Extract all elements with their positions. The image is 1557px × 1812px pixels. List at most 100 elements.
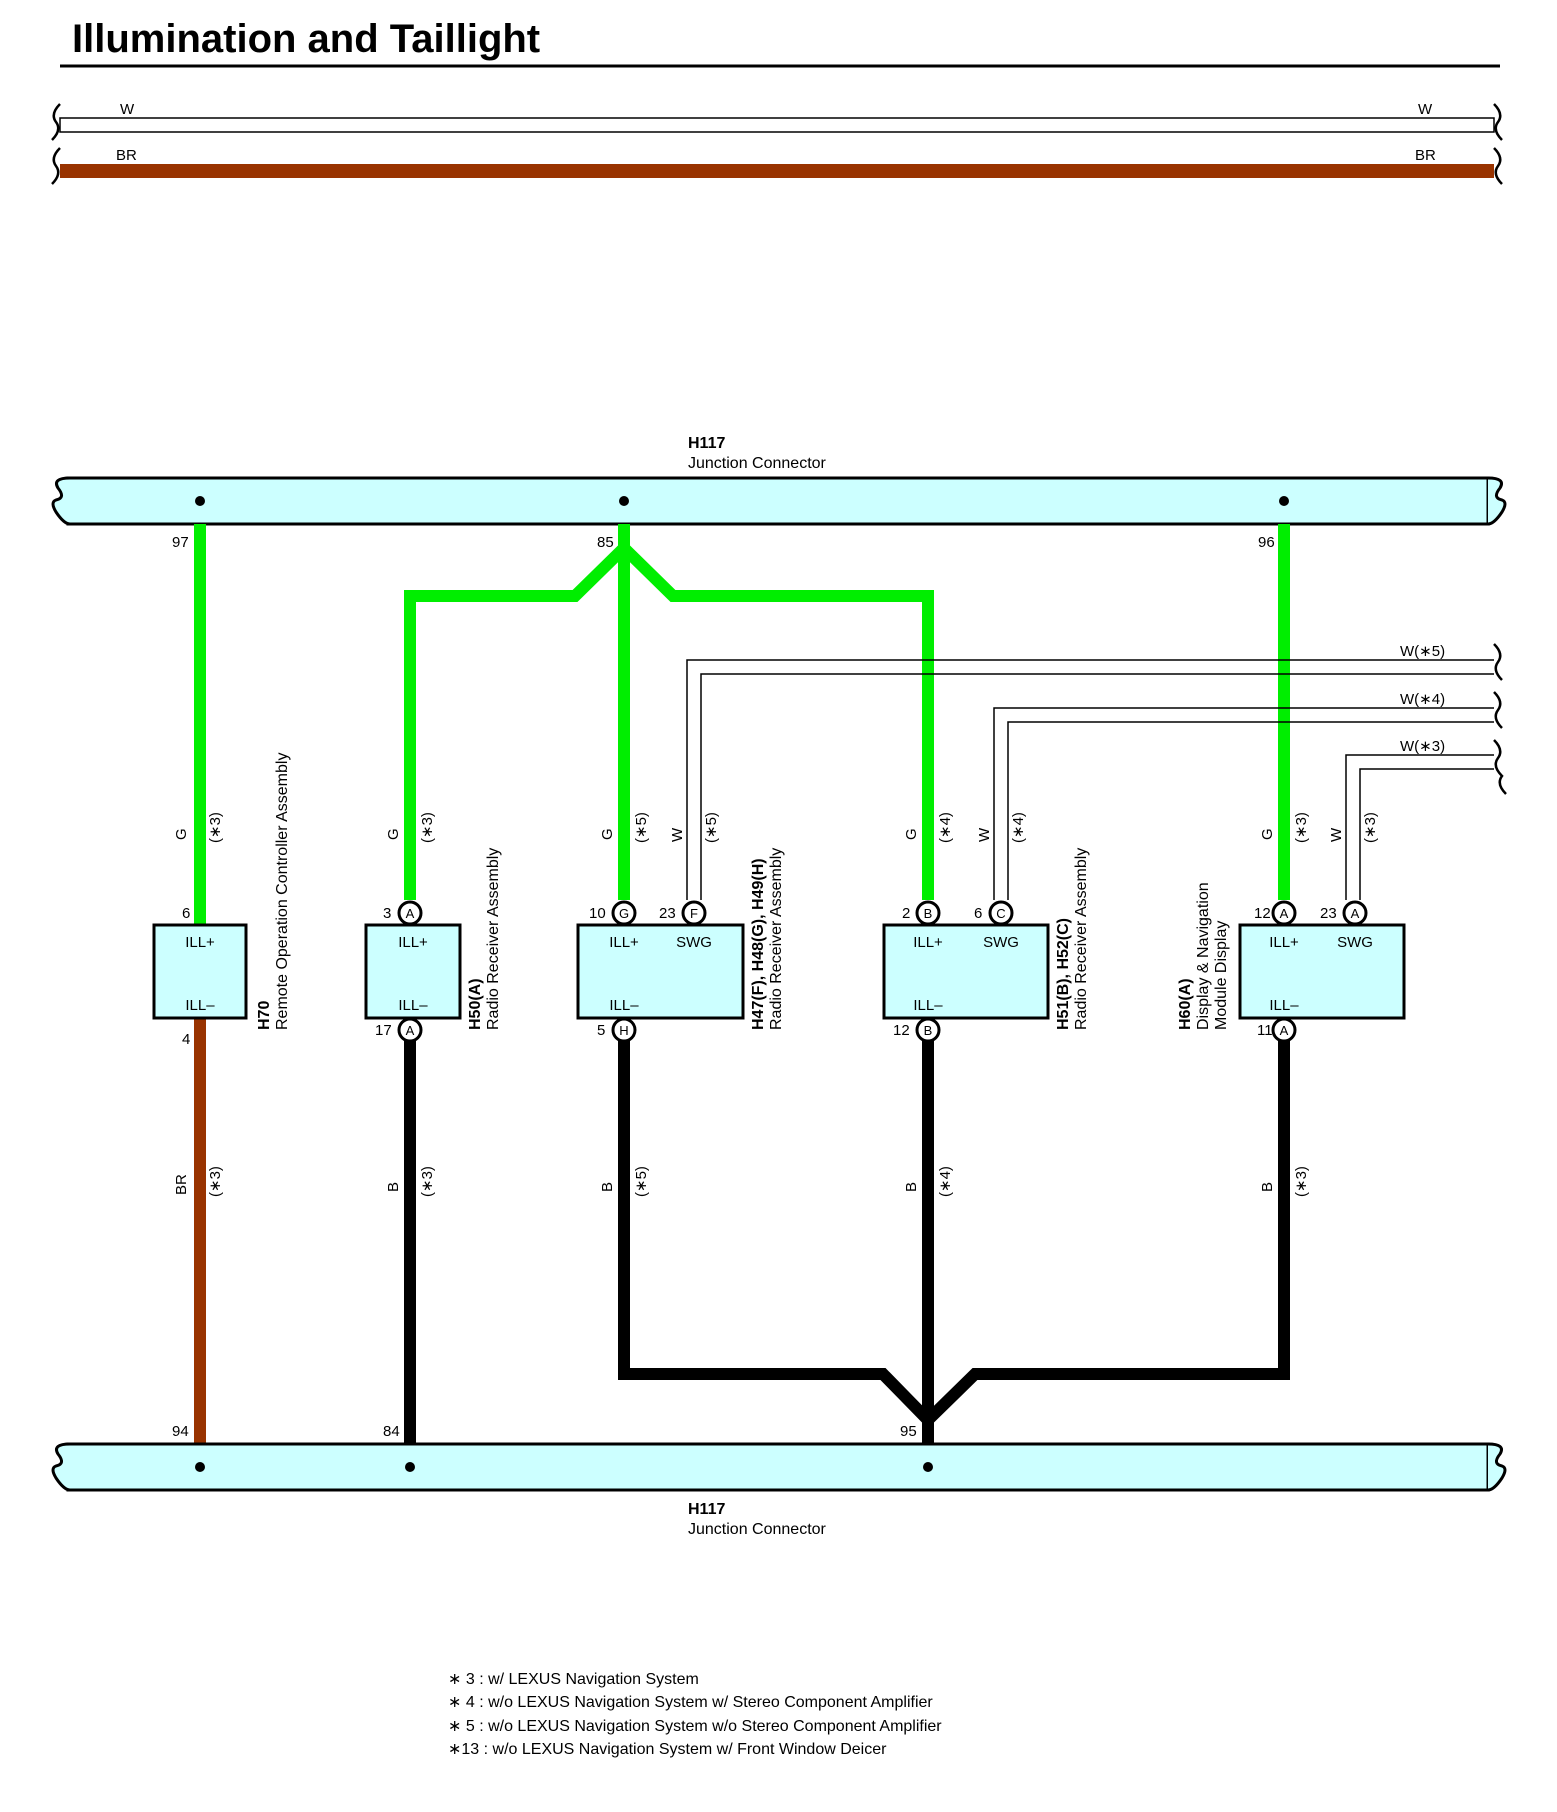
svg-text:ILL–: ILL– [609, 997, 639, 1014]
svg-text:Radio Receiver Assembly: Radio Receiver Assembly [485, 848, 502, 1030]
svg-text:ILL+: ILL+ [185, 934, 215, 951]
svg-text:G: G [173, 828, 190, 840]
external-wire-label-5: W(∗5) [1400, 643, 1445, 660]
svg-text:Radio Receiver Assembly: Radio Receiver Assembly [768, 848, 785, 1030]
component-h51-h52: ILL+ SWG ILL– B 2 C 6 B 12 H51(B), H52(C… [882, 848, 1090, 1043]
svg-text:ILL+: ILL+ [1269, 934, 1299, 951]
pin-85: 85 [597, 534, 614, 551]
svg-text:Remote Operation Controller As: Remote Operation Controller Assembly [274, 753, 291, 1030]
svg-text:B: B [385, 1182, 402, 1192]
junction-connector-bottom: 94 84 95 H117 Junction Connector [51, 1423, 1507, 1538]
svg-text:(∗4): (∗4) [1010, 812, 1027, 843]
wire-labels: G (∗3) BR (∗3) G (∗3) B (∗3) G (∗5) W (∗… [173, 812, 1379, 1197]
svg-text:W: W [669, 827, 686, 842]
white-wire-label-right: W [1418, 101, 1433, 118]
svg-text:B: B [1259, 1182, 1276, 1192]
svg-text:Display & Navigation: Display & Navigation [1195, 882, 1212, 1030]
white-swg-wires [686, 643, 1507, 900]
svg-text:ILL–: ILL– [185, 997, 215, 1014]
svg-text:B: B [924, 906, 933, 921]
pin-97: 97 [172, 534, 189, 551]
note-3: ∗ 3 : w/ LEXUS Navigation System [448, 1671, 699, 1688]
svg-text:A: A [1280, 1023, 1289, 1038]
svg-text:BR: BR [173, 1174, 190, 1195]
brown-wire-label-right: BR [1415, 147, 1436, 164]
svg-text:H47(F), H48(G), H49(H): H47(F), H48(G), H49(H) [750, 858, 767, 1030]
svg-text:(∗5): (∗5) [703, 812, 720, 843]
svg-text:H117: H117 [688, 435, 725, 452]
external-wire-label-4: W(∗4) [1400, 691, 1445, 708]
pin-84: 84 [383, 1423, 400, 1440]
notes: ∗ 3 : w/ LEXUS Navigation System ∗ 4 : w… [448, 1671, 942, 1758]
svg-text:W: W [976, 827, 993, 842]
pin-95: 95 [900, 1423, 917, 1440]
top-wires: W W BR BR [51, 101, 1503, 185]
svg-text:H117: H117 [688, 1501, 725, 1518]
svg-text:G: G [619, 906, 629, 921]
svg-text:G: G [385, 828, 402, 840]
svg-text:(∗3): (∗3) [419, 812, 436, 843]
svg-text:H51(B), H52(C): H51(B), H52(C) [1055, 918, 1072, 1030]
svg-text:23: 23 [659, 905, 676, 922]
page-title: Illumination and Taillight [72, 17, 540, 61]
svg-text:H50(A): H50(A) [467, 978, 484, 1030]
svg-text:H: H [619, 1023, 628, 1038]
svg-text:(∗3): (∗3) [1293, 1166, 1310, 1197]
svg-text:G: G [903, 828, 920, 840]
svg-text:4: 4 [182, 1031, 190, 1048]
brown-wire-label-left: BR [116, 147, 137, 164]
svg-text:C: C [996, 906, 1005, 921]
svg-text:(∗3): (∗3) [207, 1166, 224, 1197]
svg-text:W: W [1328, 827, 1345, 842]
svg-text:(∗4): (∗4) [937, 1166, 954, 1197]
svg-text:(∗5): (∗5) [633, 1166, 650, 1197]
svg-text:(∗3): (∗3) [207, 812, 224, 843]
svg-text:(∗3): (∗3) [1362, 812, 1379, 843]
svg-text:Junction Connector: Junction Connector [688, 1521, 827, 1538]
white-wire-top [59, 117, 1495, 133]
svg-text:(∗3): (∗3) [419, 1166, 436, 1197]
brown-wire-top [60, 164, 1494, 178]
svg-text:2: 2 [902, 905, 910, 922]
svg-text:12: 12 [893, 1022, 910, 1039]
svg-text:B: B [903, 1182, 920, 1192]
external-wire-label-3: W(∗3) [1400, 738, 1445, 755]
note-13: ∗13 : w/o LEXUS Navigation System w/ Fro… [448, 1741, 887, 1758]
svg-text:F: F [690, 906, 698, 921]
component-h60: ILL+ SWG ILL– A 12 A 23 A 11 H60(A) Disp… [1177, 882, 1406, 1043]
svg-text:ILL+: ILL+ [609, 934, 639, 951]
svg-text:ILL–: ILL– [913, 997, 943, 1014]
svg-text:G: G [599, 828, 616, 840]
svg-text:ILL+: ILL+ [913, 934, 943, 951]
svg-text:6: 6 [182, 905, 190, 922]
svg-text:B: B [924, 1023, 933, 1038]
svg-text:H70: H70 [256, 1001, 273, 1030]
svg-text:H60(A): H60(A) [1177, 978, 1194, 1030]
svg-text:ILL+: ILL+ [398, 934, 428, 951]
note-5: ∗ 5 : w/o LEXUS Navigation System w/o St… [448, 1718, 942, 1735]
component-h50: ILL+ ILL– A 3 A 17 H50(A) Radio Receiver… [364, 848, 502, 1043]
svg-text:23: 23 [1320, 905, 1337, 922]
svg-text:Module Display: Module Display [1213, 921, 1230, 1030]
svg-text:A: A [406, 1023, 415, 1038]
svg-text:G: G [1259, 828, 1276, 840]
svg-text:Junction Connector: Junction Connector [688, 455, 827, 472]
svg-text:6: 6 [974, 905, 982, 922]
junction-connector-top: H117 Junction Connector 97 85 96 [51, 435, 1507, 551]
svg-text:SWG: SWG [1337, 934, 1373, 951]
svg-text:SWG: SWG [983, 934, 1019, 951]
bottom-wires [194, 1018, 1290, 1444]
svg-text:SWG: SWG [676, 934, 712, 951]
svg-text:(∗3): (∗3) [1293, 812, 1310, 843]
svg-text:3: 3 [383, 905, 391, 922]
svg-text:ILL–: ILL– [398, 997, 428, 1014]
svg-text:A: A [406, 906, 415, 921]
svg-text:11: 11 [1257, 1022, 1273, 1039]
white-wire-label-left: W [120, 101, 135, 118]
svg-text:A: A [1280, 906, 1289, 921]
svg-text:(∗5): (∗5) [633, 812, 650, 843]
svg-text:12: 12 [1254, 905, 1271, 922]
component-h70: ILL+ ILL– 6 4 H70 Remote Operation Contr… [152, 753, 291, 1048]
svg-text:B: B [599, 1182, 616, 1192]
